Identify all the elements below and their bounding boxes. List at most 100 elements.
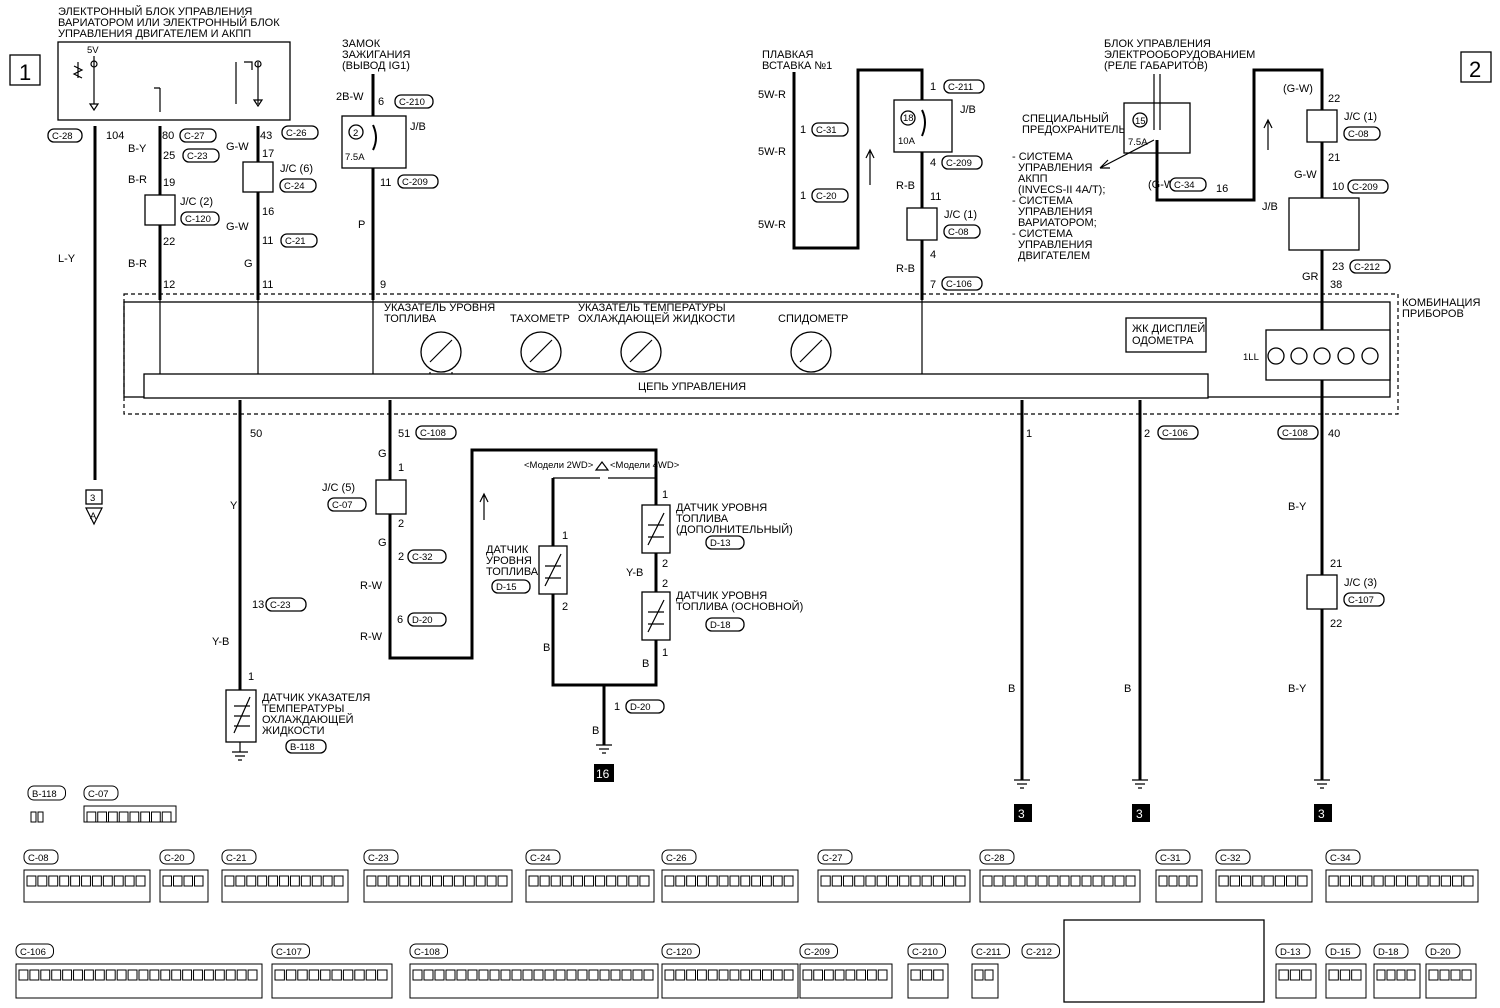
jc3-label: J/C (3) <box>1344 577 1377 589</box>
pin-1b-fl: 1 <box>800 190 806 202</box>
ecu-title-line1: ЭЛЕКТРОННЫЙ БЛОК УПРАВЛЕНИЯ <box>58 5 252 18</box>
temp-gauge-line2: ОХЛАЖДАЮЩЕЙ ЖИДКОСТИ <box>578 312 735 325</box>
pin-12: 12 <box>163 279 175 291</box>
connector-ref-c-108: C-108 <box>409 943 659 999</box>
page-marker-right-text: 2 <box>1469 57 1481 82</box>
connector-ref-c-07: C-07 <box>83 785 177 823</box>
connector-ref-label: C-107 <box>276 947 302 958</box>
conn-c24-label: C-24 <box>284 181 305 192</box>
pin-9: 9 <box>380 279 386 291</box>
connector-ref-c-120: C-120 <box>661 943 799 999</box>
wire-rw: R-W <box>360 580 383 592</box>
jc6-block <box>242 161 274 193</box>
pin-38: 38 <box>1330 279 1342 291</box>
pin-16: 16 <box>262 206 274 218</box>
fuse18-box <box>893 99 953 153</box>
coolant-line4: ЖИДКОСТИ <box>262 725 325 737</box>
tacho-dial <box>520 331 562 373</box>
wire-rw2: R-W <box>360 631 383 643</box>
pin-51: 51 <box>398 428 410 440</box>
wire-p-label: P <box>358 219 365 231</box>
conn-c08r-label: C-08 <box>1348 129 1369 140</box>
connector-ref-label: D-15 <box>1330 947 1351 958</box>
wire-by-r: B-Y <box>1288 501 1307 513</box>
connector-ref-label: C-31 <box>1160 853 1181 864</box>
connector-ref-label: C-212 <box>1026 947 1052 958</box>
connector-ref-c-209: C-209 <box>799 943 893 999</box>
pin-11b: 11 <box>262 279 273 291</box>
connector-ref-label: C-26 <box>666 853 687 864</box>
connector-ref-label: C-21 <box>226 853 247 864</box>
wire-gw-top: (G-W) <box>1283 83 1313 95</box>
conn-c107-label: C-107 <box>1348 595 1374 606</box>
pin-22-r: 22 <box>1328 93 1340 105</box>
jc5-pin2: 2 <box>398 518 404 530</box>
jc6-label: J/C (6) <box>280 163 313 175</box>
wire-yb2: Y-B <box>626 567 643 579</box>
wire-rb-1: R-B <box>896 180 915 192</box>
ground-ref-a: A <box>90 511 97 522</box>
wire-5wr-3: 5W-R <box>758 219 786 231</box>
jb-label-2: J/B <box>960 104 976 116</box>
connector-ref-c-31: C-31 <box>1155 849 1203 903</box>
wire-b-2wd: B <box>543 642 550 654</box>
ecu-voltage-label: 5V <box>87 45 99 56</box>
wire-b-4wd: B <box>642 658 649 670</box>
connector-ref-b-118: B-118 <box>27 785 66 823</box>
odometer-line1: ЖК ДИСПЛЕЙ <box>1132 322 1205 335</box>
connector-ref-label: C-211 <box>976 947 1001 958</box>
connector-ref-label: B-118 <box>32 789 57 800</box>
coolant-line1: ДАТЧИК УКАЗАТЕЛЯ <box>262 692 370 704</box>
d18-pin1: 1 <box>662 647 668 659</box>
wire-b-r1: B <box>1008 683 1015 695</box>
control-circuit-box <box>143 373 1209 399</box>
connector-ref-c-20: C-20 <box>159 849 209 903</box>
model-2wd-label: <Модели 2WD> <box>524 460 594 471</box>
pin-4b-f18: 4 <box>930 249 936 261</box>
connector-ref-c-210: C-210 <box>907 943 949 999</box>
conn-c32-label: C-32 <box>412 552 433 563</box>
jc1r-block <box>1306 109 1338 143</box>
connector-ref-c-32: C-32 <box>1215 849 1313 903</box>
conn-c31-label: C-31 <box>816 125 837 136</box>
connector-ref-c-211: C-211 <box>971 943 1010 999</box>
fuel-gauge-line2: ТОПЛИВА <box>384 313 437 325</box>
connector-ref-d-15: D-15 <box>1325 943 1367 999</box>
wire-g-c: G <box>378 537 387 549</box>
connector-ref-d-13: D-13 <box>1275 943 1317 999</box>
page-marker-left <box>9 54 41 86</box>
wire-b3: B <box>592 725 599 737</box>
wire-by-r2: B-Y <box>1288 683 1307 695</box>
ignition-line2: ЗАЖИГАНИЯ <box>342 49 410 61</box>
conn-c106b-label: C-106 <box>1162 428 1188 439</box>
conn-c211-label: C-211 <box>948 82 973 93</box>
conn-d13-label: D-13 <box>710 538 731 549</box>
wire-by-label: B-Y <box>128 143 147 155</box>
d15-pin1: 1 <box>562 530 568 542</box>
systems-note-4: - СИСТЕМА <box>1012 195 1073 207</box>
page-marker-left-text: 1 <box>19 60 31 85</box>
temp-gauge-line1: УКАЗАТЕЛЬ ТЕМПЕРАТУРЫ <box>578 302 726 314</box>
systems-note-5: УПРАВЛЕНИЯ <box>1018 206 1092 218</box>
connector-ref-d-18: D-18 <box>1373 943 1421 999</box>
jb-label-3: J/B <box>1262 201 1278 213</box>
conn-c23b-label: C-23 <box>270 600 291 611</box>
pin-17: 17 <box>262 148 274 160</box>
wire-gw-r: G-W <box>1294 169 1317 181</box>
ignition-line1: ЗАМОК <box>342 38 381 50</box>
pin-6-d20: 6 <box>397 614 403 626</box>
wire-g-b: G <box>378 448 387 460</box>
conn-c106-label: C-106 <box>946 279 972 290</box>
wire-br-label: B-R <box>128 174 147 186</box>
pin-4-f18: 4 <box>930 157 936 169</box>
conn-b118-label: B-118 <box>290 742 315 753</box>
connector-ref-label: C-27 <box>822 853 843 864</box>
pin-1-coolant: 1 <box>248 671 254 683</box>
connector-ref-c-34: C-34 <box>1325 849 1479 903</box>
conn-c108-label: C-108 <box>420 428 446 439</box>
fuse18-rating: 10A <box>898 136 916 147</box>
etacs-line3: (РЕЛЕ ГАБАРИТОВ) <box>1104 60 1208 72</box>
speedo-dial <box>790 331 832 373</box>
wire-gr-label: GR <box>1302 271 1319 283</box>
